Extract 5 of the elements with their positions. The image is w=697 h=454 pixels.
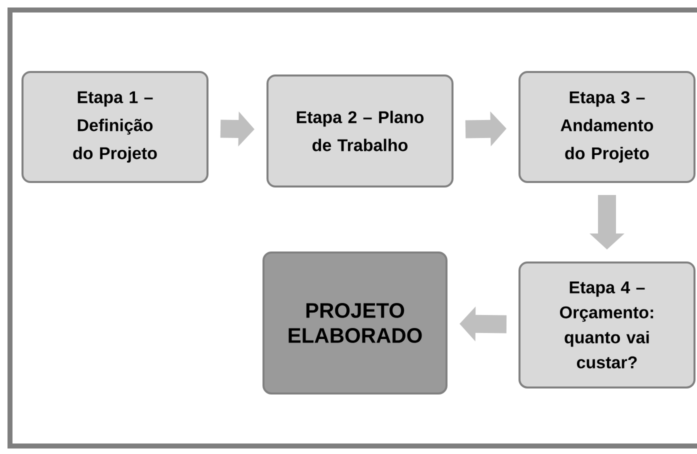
step-box: Etapa 1 – Definição do Projeto: [22, 71, 208, 183]
step-box: Etapa 3 – Andamento do Projeto: [518, 71, 696, 183]
step-box: Etapa 2 – Plano de Trabalho: [266, 74, 454, 188]
step-box: Etapa 4 – Orçamento: quanto vai custar?: [518, 261, 696, 388]
result-box: PROJETO ELABORADO: [262, 252, 448, 394]
